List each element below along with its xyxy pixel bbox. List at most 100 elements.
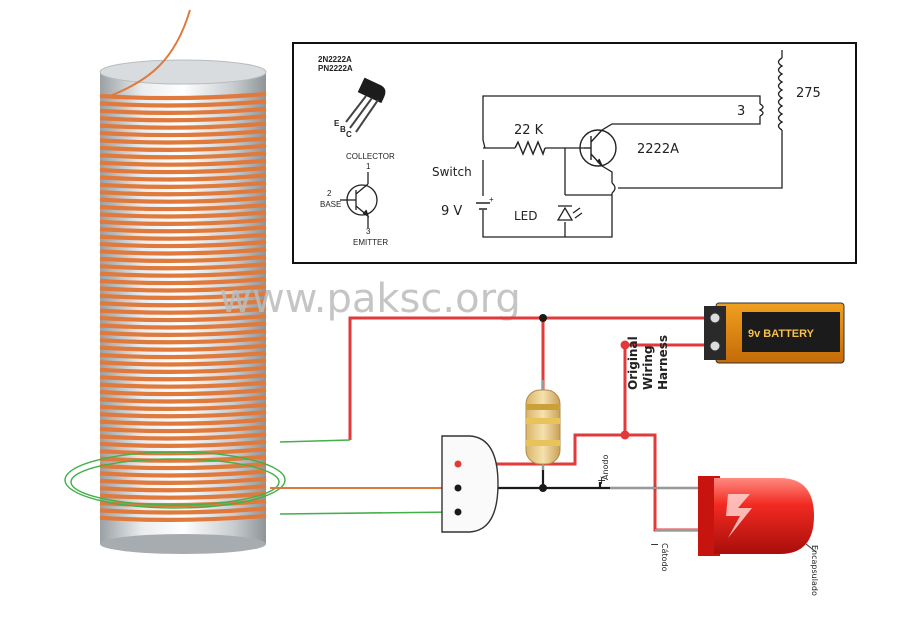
winding-turn bbox=[99, 202, 267, 212]
winding-turn bbox=[99, 454, 267, 463]
winding-turn bbox=[99, 188, 267, 197]
pin-letter-c: C bbox=[346, 130, 352, 139]
secondary-turns-label: 275 bbox=[796, 86, 821, 101]
winding-turn bbox=[99, 321, 267, 330]
winding-turn bbox=[99, 402, 267, 411]
battery-plus: + bbox=[489, 195, 494, 204]
winding-turn bbox=[99, 358, 267, 367]
npn-pinout-symbol bbox=[340, 172, 378, 228]
winding-turn bbox=[99, 114, 267, 123]
winding-turn bbox=[99, 299, 267, 308]
winding-turn bbox=[99, 165, 267, 175]
winding-turn bbox=[99, 439, 267, 448]
winding-turn bbox=[99, 180, 267, 189]
cathode-label: Cátodo bbox=[660, 543, 669, 572]
battery-brand-label: 9v BATTERY bbox=[748, 328, 815, 340]
switch-label: Switch bbox=[432, 165, 472, 179]
secondary-coil-symbol bbox=[777, 57, 784, 131]
winding-turn bbox=[99, 432, 267, 441]
led-case-label: Encapsulado bbox=[810, 545, 819, 596]
winding-turn bbox=[99, 484, 267, 493]
led-component bbox=[610, 476, 817, 556]
winding-turn bbox=[99, 128, 267, 138]
part-number-2: PN2222A bbox=[318, 64, 353, 73]
pin-emitter-label: EMITTER bbox=[353, 238, 388, 247]
anode-plus: + bbox=[597, 474, 606, 487]
winding-turn bbox=[99, 365, 267, 374]
battery-component bbox=[704, 302, 845, 364]
winding-turn bbox=[99, 387, 267, 397]
winding-turn bbox=[99, 291, 267, 300]
primary-loop-outer bbox=[64, 451, 286, 509]
winding-turn bbox=[99, 306, 267, 315]
winding-turn bbox=[99, 447, 267, 456]
winding-turn bbox=[99, 91, 267, 101]
battery-symbol bbox=[476, 202, 490, 210]
harness-label-line2: Wiring bbox=[641, 345, 655, 390]
transistor-symbol bbox=[579, 129, 617, 167]
winding-turn bbox=[99, 195, 267, 204]
battery-label: 9 V bbox=[441, 204, 462, 219]
winding-turn bbox=[99, 173, 267, 182]
led-symbol bbox=[556, 205, 583, 221]
winding-turn bbox=[99, 158, 267, 167]
winding-turn bbox=[99, 143, 267, 152]
winding-turn bbox=[99, 121, 267, 130]
coil-former-top bbox=[99, 59, 267, 85]
winding-turn bbox=[99, 151, 267, 160]
led-label: LED bbox=[514, 209, 538, 223]
wiring: 9v BATTERY + − Original Wiring Harness Á… bbox=[270, 302, 845, 596]
red-junction-dots bbox=[620, 340, 630, 440]
coil-former-bottom bbox=[100, 534, 266, 554]
winding-turn bbox=[99, 469, 267, 478]
pin-base-number: 2 bbox=[327, 189, 332, 198]
winding-turn bbox=[99, 254, 267, 263]
winding-turn bbox=[99, 350, 267, 360]
winding-turn bbox=[99, 276, 267, 286]
winding-turn bbox=[99, 410, 267, 419]
resistor-symbol bbox=[514, 140, 546, 156]
winding-turn bbox=[99, 476, 267, 485]
winding-turn bbox=[99, 373, 267, 382]
winding-turn bbox=[99, 217, 267, 226]
winding-turn bbox=[99, 239, 267, 249]
winding-turn bbox=[99, 99, 267, 108]
winding-turn bbox=[99, 210, 267, 219]
winding-turn bbox=[99, 247, 267, 256]
winding-turn bbox=[99, 136, 267, 145]
winding-turn bbox=[99, 328, 267, 337]
schematic-frame bbox=[292, 42, 857, 264]
winding-turn bbox=[99, 106, 267, 115]
tesla-coil bbox=[64, 9, 286, 554]
winding-turn bbox=[99, 336, 267, 345]
resistor-label: 22 K bbox=[514, 123, 544, 138]
pin-collector-label: COLLECTOR bbox=[346, 152, 395, 161]
pin-letter-e: E bbox=[334, 119, 340, 128]
cathode-minus: − bbox=[650, 538, 659, 551]
pin-base-label: BASE bbox=[320, 200, 341, 209]
pin-emitter-number: 3 bbox=[366, 227, 371, 236]
winding-turn bbox=[99, 506, 267, 515]
transistor-body bbox=[441, 435, 499, 533]
winding-turn bbox=[99, 513, 267, 522]
pin-letter-b: B bbox=[340, 125, 346, 134]
watermark: www.paksc.org bbox=[219, 276, 520, 322]
anode-label: Ánodo bbox=[599, 454, 610, 480]
schematic-panel: 2N2222A PN2222A E B C COLLECTOR 1 2 BASE… bbox=[292, 42, 857, 264]
winding-turn bbox=[99, 262, 267, 271]
transistor-label: 2222A bbox=[637, 142, 679, 157]
copper-windings bbox=[99, 91, 267, 522]
primary-turns-label: 3 bbox=[737, 104, 745, 119]
junction-dots bbox=[539, 314, 547, 492]
winding-turn bbox=[99, 232, 267, 241]
part-number-1: 2N2222A bbox=[318, 55, 352, 64]
winding-turn bbox=[99, 417, 267, 426]
winding-turn bbox=[99, 343, 267, 352]
circuit-wires bbox=[482, 50, 783, 238]
harness-label-line3: Harness bbox=[656, 335, 670, 390]
winding-turn bbox=[99, 225, 267, 234]
coil-top-lead bbox=[109, 9, 191, 97]
harness-label-line1: Original bbox=[626, 336, 640, 390]
resistor-component bbox=[525, 380, 561, 470]
